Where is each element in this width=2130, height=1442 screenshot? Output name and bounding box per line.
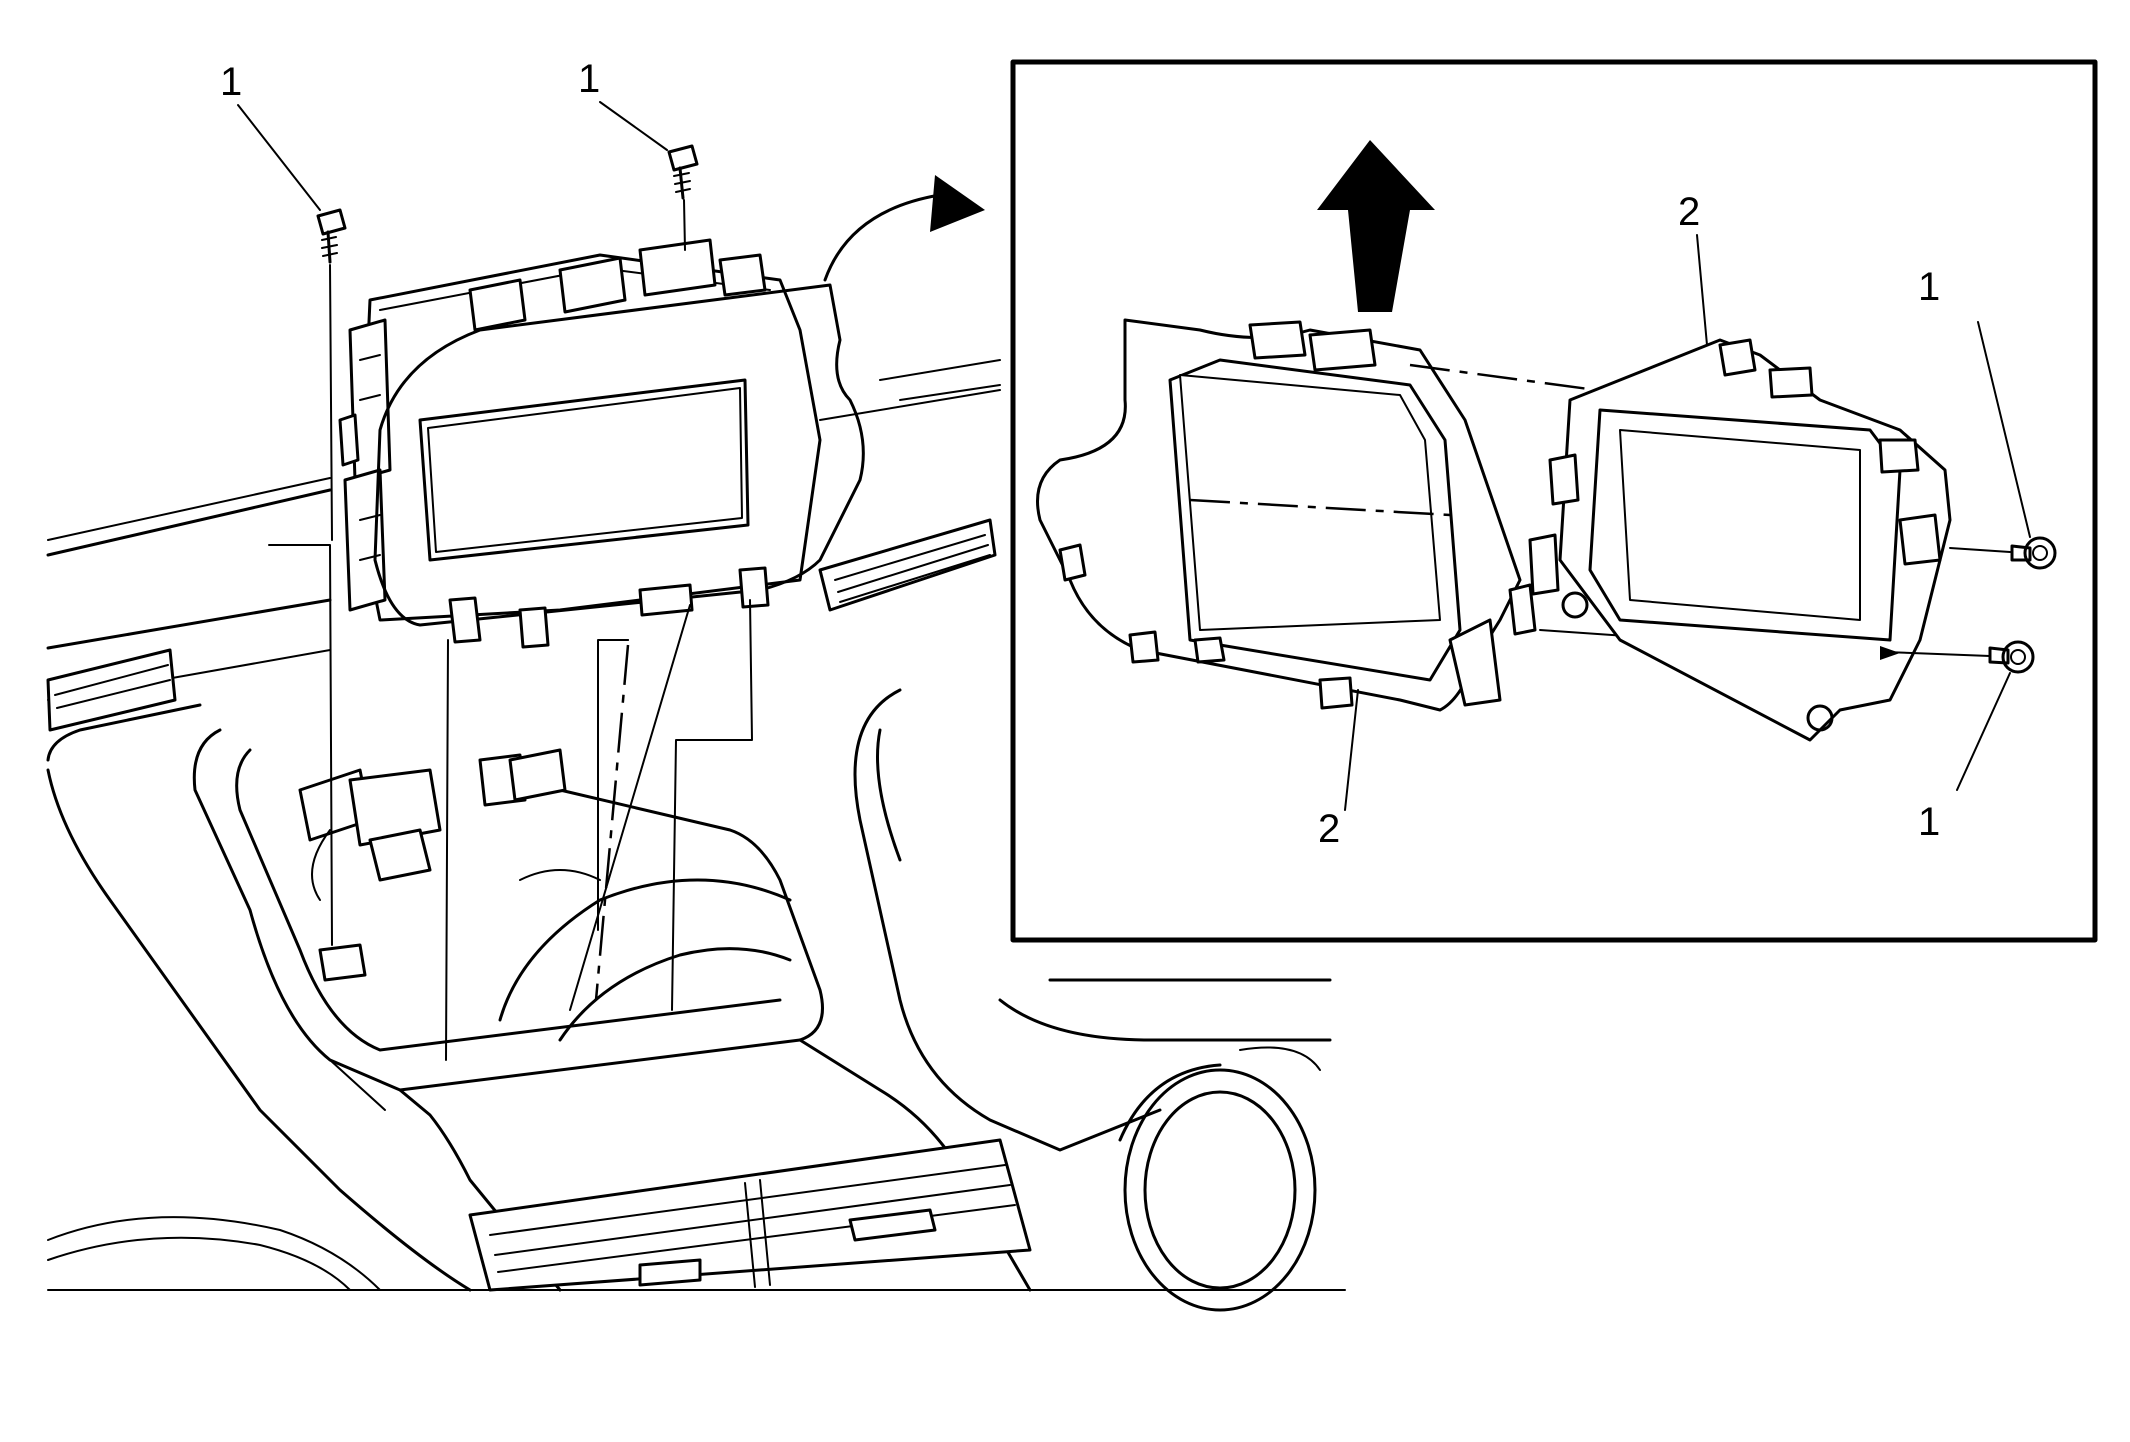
- callout-leader-top-center: [599, 101, 668, 151]
- callout-label-display-top: 2: [1678, 190, 1700, 234]
- inset-fastener-lower: [1880, 640, 2035, 674]
- inset-alignment-line-mid: [1189, 498, 1451, 517]
- callout-label-fastener-upper: 1: [1918, 265, 1940, 309]
- callout-label-fastener-top-center: 1: [578, 57, 600, 101]
- callout-leader-display-bottom: [1344, 689, 1359, 811]
- callout-label-fastener-top-left: 1: [220, 60, 242, 104]
- alignment-leader-lines: [445, 599, 753, 1061]
- inset-fastener-upper: [1949, 536, 2057, 570]
- callout-label-display-bottom: 2: [1318, 807, 1340, 851]
- inset-display-module: [1528, 338, 1952, 742]
- callout-leader-fastener-upper: [1977, 321, 2031, 538]
- callout-leader-display-top: [1696, 234, 1708, 346]
- detail-inset: 2 2 1 1: [1010, 59, 2098, 943]
- fastener-top-left: [268, 208, 347, 946]
- dashboard: [46, 359, 1346, 1312]
- curved-arrow-icon: [823, 175, 985, 282]
- callout-leader-top-left: [237, 104, 321, 211]
- display-module-main: [338, 238, 865, 649]
- callout-leader-fastener-lower: [1956, 672, 2011, 791]
- inset-bezel: [1036, 318, 1537, 712]
- callout-label-fastener-lower: 1: [1918, 800, 1940, 844]
- arrow-up-icon: [1317, 140, 1435, 312]
- fastener-top-center: [667, 144, 699, 251]
